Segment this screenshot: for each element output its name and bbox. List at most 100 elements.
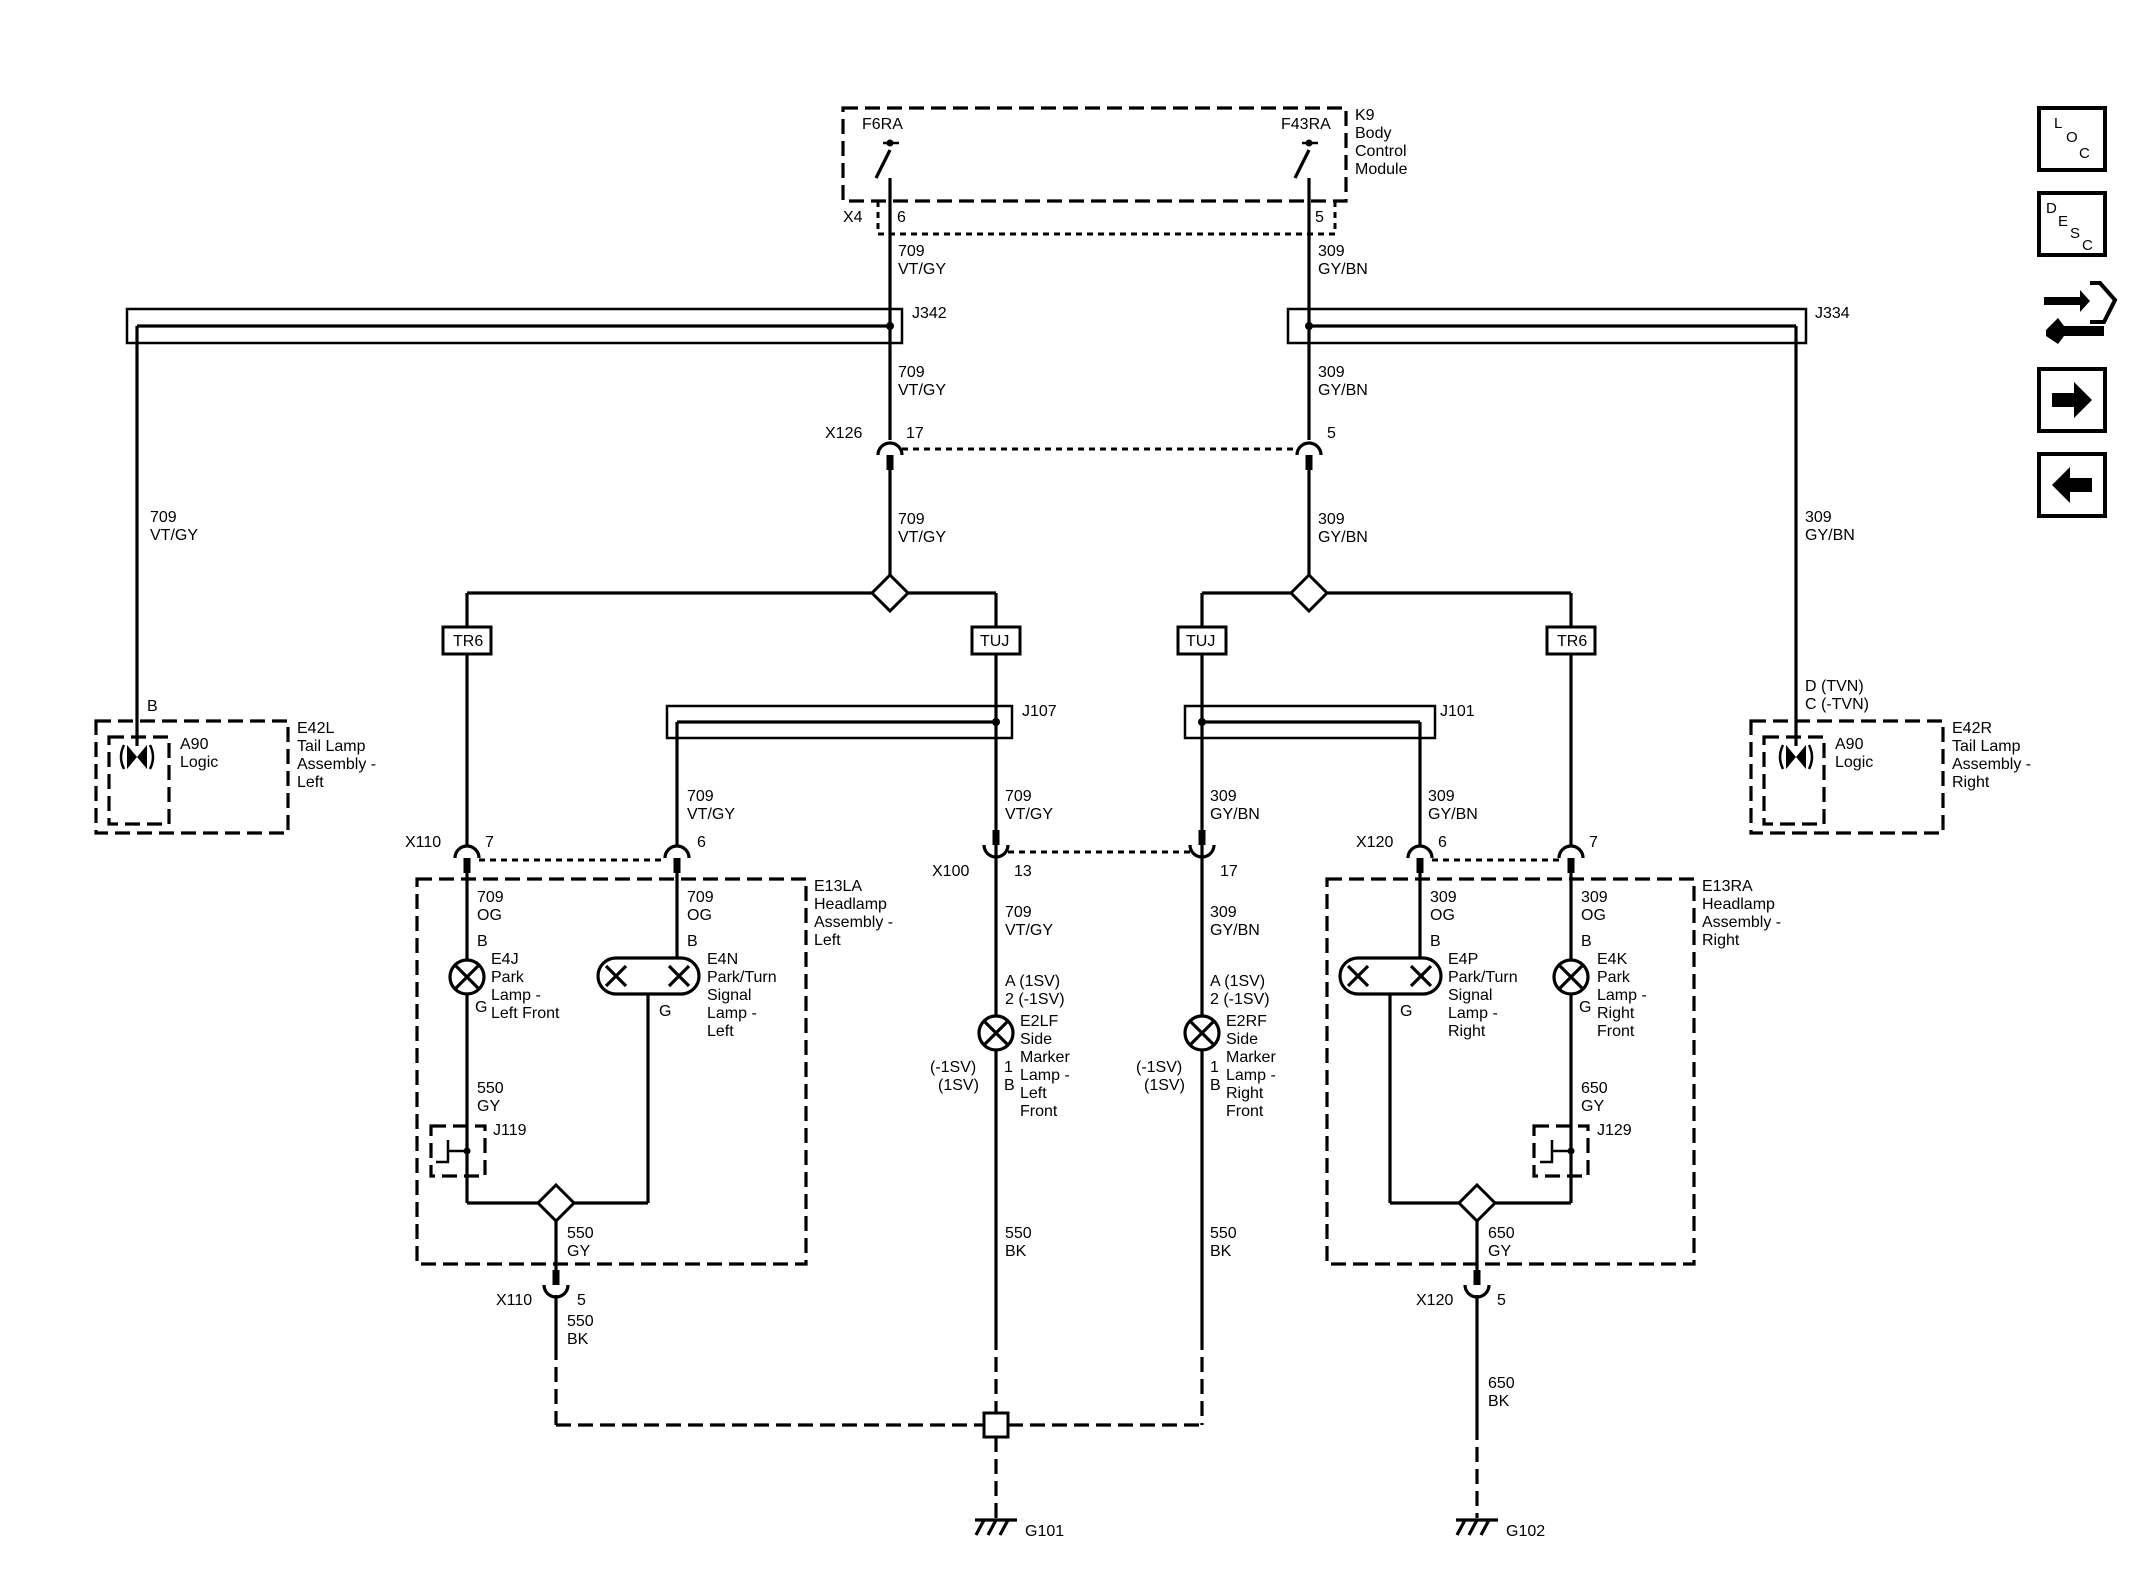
wire-label-709-b: 709 [898, 364, 925, 381]
e4p-l2: Signal [1448, 987, 1492, 1004]
dual-lamp-bulb-icon [604, 964, 691, 988]
option-tuj-right-label: TUJ [1186, 633, 1215, 650]
wire-bk-e2lf: BK [1005, 1243, 1027, 1260]
x4-pin-6: 6 [897, 209, 906, 226]
wire-gy-a: GY [477, 1098, 500, 1115]
x126-pin-5: 5 [1327, 425, 1336, 442]
lamp-bulb-icon [448, 958, 486, 996]
arrow-right-icon[interactable] [2037, 367, 2107, 433]
splice-j342-label: J342 [912, 305, 947, 322]
wire-gy-r-b: GY [1488, 1243, 1511, 1260]
tail-left-ref: E42L [297, 720, 334, 737]
e2rf-l2: Marker [1226, 1049, 1276, 1066]
e2rf-pin-b: B [1210, 1077, 1221, 1094]
e4k-l1: Park [1597, 969, 1631, 986]
tail-right-ref: E42R [1952, 720, 1992, 737]
e4p-l3: Lamp - [1448, 1005, 1498, 1022]
wire-gy-r-a: GY [1581, 1098, 1604, 1115]
x110-pin-6: 6 [697, 834, 706, 851]
desc-d: D [2046, 200, 2057, 217]
e4k-l4: Front [1597, 1023, 1635, 1040]
head-left-ref: E13LA [814, 878, 862, 895]
ground-g102-label: G102 [1506, 1523, 1545, 1540]
wire-550-c: 550 [567, 1313, 594, 1330]
e2rf-pin-a: A (1SV) [1210, 973, 1265, 990]
splice-j119-label: J119 [493, 1122, 527, 1139]
bcm-label-3: Module [1355, 161, 1408, 178]
e2lf-pin-b: B [1004, 1077, 1015, 1094]
loc-button[interactable]: L O C [2037, 106, 2107, 172]
e4j-pin-g: G [475, 999, 487, 1016]
head-left-l1: Headlamp [814, 896, 887, 913]
e2rf-pin-1: 1 [1210, 1059, 1219, 1076]
e4p-l4: Right [1448, 1023, 1486, 1040]
connector-wrench-icon[interactable] [2044, 281, 2118, 344]
desc-button[interactable]: D E S C [2037, 191, 2107, 257]
x100-pin-13: 13 [1014, 863, 1032, 880]
wire-bk-e2rf: BK [1210, 1243, 1232, 1260]
loc-c: C [2079, 145, 2090, 162]
option-tuj-left-label: TUJ [980, 633, 1009, 650]
x126-pin-17: 17 [906, 425, 924, 442]
e4n-l3: Lamp - [707, 1005, 757, 1022]
e2lf-l4: Left [1020, 1085, 1047, 1102]
connector-x110-bottom: X110 5 550 BK [496, 1270, 594, 1348]
splice-j129-label: J129 [1597, 1122, 1632, 1139]
tail-right-pin-c: C (-TVN) [1805, 696, 1869, 713]
connector-x110-top: X110 7 6 [405, 834, 706, 873]
wire-bk-r-c: BK [1488, 1393, 1510, 1410]
wire-color-309-c: GY/BN [1318, 529, 1368, 546]
tail-right-l2: Assembly - [1952, 756, 2031, 773]
splice-pack-j334: J334 [1286, 305, 1850, 730]
side-marker-left: 709 VT/GY A (1SV) 2 (-1SV) E2LF Side Mar… [930, 845, 1070, 1335]
tail-right-logic: Logic [1835, 754, 1873, 771]
e4n-pin-b: B [687, 933, 698, 950]
splice-j107-label: J107 [1022, 703, 1057, 720]
desc-c: C [2082, 237, 2093, 254]
side-marker-right: 309 GY/BN A (1SV) 2 (-1SV) E2RF Side Mar… [1136, 845, 1276, 1335]
wire-label-309-b: 309 [1318, 364, 1345, 381]
e2rf-l4: Right [1226, 1085, 1264, 1102]
wire-309-e4p: 309 [1430, 889, 1457, 906]
e2lf-ref: E2LF [1020, 1013, 1058, 1030]
wire-og-e4p: OG [1430, 907, 1455, 924]
splice-j334-label: J334 [1815, 305, 1850, 322]
x100-label: X100 [932, 863, 969, 880]
wire-650-b: 650 [1488, 1225, 1515, 1242]
e2lf-l1: Side [1020, 1031, 1052, 1048]
wire-550-e2lf: 550 [1005, 1225, 1032, 1242]
wire-309-e2rf: 309 [1210, 904, 1237, 921]
wire-og-e4k: OG [1581, 907, 1606, 924]
wire-550-a: 550 [477, 1080, 504, 1097]
wire-color-309-e: GY/BN [1428, 806, 1478, 823]
e4j-l1: Park [491, 969, 525, 986]
e4k-pin-g: G [1579, 999, 1591, 1016]
wire-label-709-c: 709 [898, 511, 925, 528]
dual-lamp-bulb-icon [1346, 964, 1433, 988]
main-wires [888, 178, 1311, 575]
wire-gy-b: GY [567, 1243, 590, 1260]
bcm-label-1: Body [1355, 125, 1391, 142]
e2rf-l5: Front [1226, 1103, 1264, 1120]
wire-label-309-a: 309 [1318, 243, 1345, 260]
wire-og-e4n: OG [687, 907, 712, 924]
connector-x120-bottom: X120 5 650 BK [1416, 1270, 1515, 1425]
tail-right-a90: A90 [1835, 736, 1864, 753]
e4j-pin-b: B [477, 933, 488, 950]
connector-x4: X4 [843, 209, 863, 226]
x110-pin-7: 7 [485, 834, 494, 851]
loc-l: L [2054, 115, 2062, 132]
e4n-l4: Left [707, 1023, 734, 1040]
e2rf-opt1: (-1SV) [1136, 1059, 1182, 1076]
e4n-pin-g: G [659, 1003, 671, 1020]
loc-o: O [2066, 129, 2078, 146]
e4p-ref: E4P [1448, 951, 1478, 968]
x120-label-bottom: X120 [1416, 1292, 1453, 1309]
e2rf-opt2: (1SV) [1144, 1077, 1185, 1094]
tail-right-pin-d: D (TVN) [1805, 678, 1864, 695]
wire-bk-c: BK [567, 1331, 589, 1348]
e2lf-l3: Lamp - [1020, 1067, 1070, 1084]
wire-650-c: 650 [1488, 1375, 1515, 1392]
x120-pin-7: 7 [1589, 834, 1598, 851]
arrow-left-icon[interactable] [2037, 452, 2107, 518]
